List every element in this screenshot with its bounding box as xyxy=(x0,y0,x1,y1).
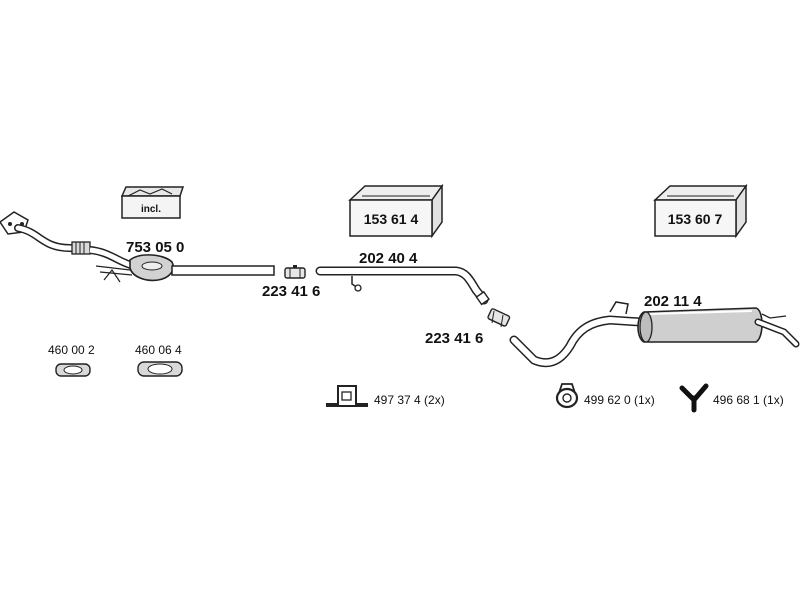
middle-pipe: 202 40 4 xyxy=(315,250,490,306)
seal-a: 460 00 2 xyxy=(48,343,95,377)
clamp-b-label: 223 41 6 xyxy=(425,330,483,347)
kit-center-number: 153 61 4 xyxy=(364,211,419,227)
rubber-hanger-label: 496 68 1 (1x) xyxy=(713,393,784,407)
rubber-ring: 499 62 0 (1x) xyxy=(555,383,655,409)
rubber-ring-label: 499 62 0 (1x) xyxy=(584,393,655,407)
front-pipe-catalyst: 753 05 0 xyxy=(0,211,275,283)
clamp-icon xyxy=(284,265,306,279)
seal-b: 460 06 4 xyxy=(135,343,183,377)
clamp-a-label: 223 41 6 xyxy=(262,283,320,300)
kit-box-center: 153 61 4 xyxy=(348,183,444,239)
seal-icon xyxy=(55,363,91,377)
bracket-icon xyxy=(326,385,368,407)
hanger-icon xyxy=(679,383,709,413)
seal-a-label: 460 00 2 xyxy=(48,343,95,357)
rear-silencer-label: 202 11 4 xyxy=(644,293,702,310)
clamp-icon xyxy=(487,308,511,328)
kit-right-number: 153 60 7 xyxy=(668,211,723,227)
front-pipe-label: 753 05 0 xyxy=(126,239,184,256)
box-icon xyxy=(348,183,444,239)
seal-icon xyxy=(137,361,183,377)
middle-pipe-label: 202 40 4 xyxy=(359,250,418,267)
mounting-bracket: 497 37 4 (2x) xyxy=(326,385,445,407)
kit-incl-box: incl. xyxy=(120,186,185,219)
mounting-bracket-label: 497 37 4 (2x) xyxy=(374,393,445,407)
box-icon xyxy=(653,183,748,239)
rubber-hanger: 496 68 1 (1x) xyxy=(679,383,784,413)
seal-b-label: 460 06 4 xyxy=(135,343,182,357)
clamp-b: 223 41 6 xyxy=(425,308,511,347)
kit-incl-label: incl. xyxy=(141,204,161,215)
kit-box-right: 153 60 7 xyxy=(653,183,748,239)
rubber-ring-icon xyxy=(555,383,579,409)
rear-silencer: 202 11 4 xyxy=(509,293,800,368)
clamp-a: 223 41 6 xyxy=(262,265,320,300)
box-icon xyxy=(120,186,185,219)
